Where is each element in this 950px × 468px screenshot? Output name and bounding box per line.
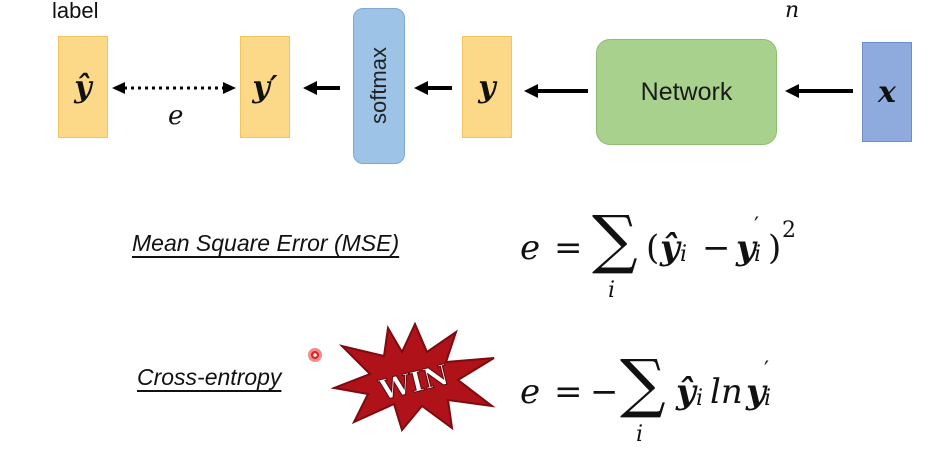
mse-name: Mean Square Error (MSE)	[132, 230, 400, 256]
mse-formula-text: e = ∑ᵢ (ŷᵢ − y′ᵢ)²	[520, 208, 521, 209]
cross-entropy-formula-text: e = −∑ᵢ ŷᵢ ln y′ᵢ	[520, 344, 521, 345]
cross-entropy-name: Cross-entropy	[137, 364, 282, 390]
y-prime-symbol: y′	[252, 69, 278, 105]
y-prime-box: y′	[240, 36, 290, 138]
y-box: y	[462, 36, 512, 138]
network-box: Network	[596, 39, 777, 145]
win-starburst-badge: WIN	[330, 322, 496, 432]
arrow-y-to-softmax	[414, 81, 452, 95]
n-caption: n	[785, 0, 800, 23]
arrow-softmax-to-yprime	[303, 81, 340, 95]
x-symbol: x	[878, 74, 896, 110]
error-symbol: e	[168, 101, 184, 131]
softmax-box: softmax	[353, 8, 405, 164]
mse-formula: e = ∑ i ( ŷ i − y ′ i ) 2 e = ∑ᵢ (ŷᵢ − y…	[520, 203, 796, 303]
laser-pointer-dot	[308, 348, 322, 362]
arrow-x-to-network	[785, 84, 853, 98]
network-label: Network	[640, 77, 733, 106]
y-hat-box: ŷ	[58, 36, 108, 138]
label-caption: label	[52, 0, 99, 23]
y-symbol: y	[478, 69, 496, 105]
arrow-network-to-y	[524, 84, 588, 98]
x-box: x	[862, 42, 912, 142]
y-hat-symbol: ŷ	[74, 69, 92, 105]
error-dotted-arrow	[112, 82, 236, 94]
cross-entropy-formula: e = − ∑ i ŷ i ln y ′ i e = −∑ᵢ ŷᵢ ln y′ᵢ	[520, 344, 820, 454]
